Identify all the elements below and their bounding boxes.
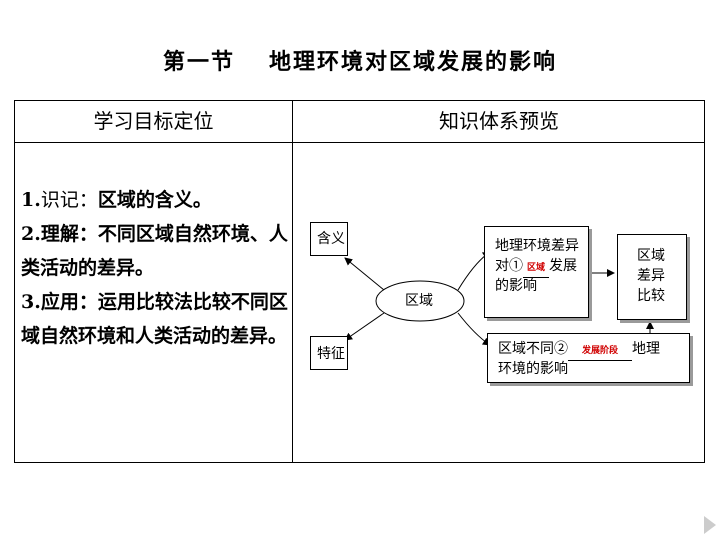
feature-box: 特征	[310, 336, 348, 370]
content-table: 学习目标定位 知识体系预览 1.识记：区域的含义。 2.理解：不同区域自然环境、…	[14, 100, 705, 463]
section-title: 地理环境对区域发展的影响	[269, 49, 558, 75]
page-title: 第一节 地理环境对区域发展的影响	[0, 44, 720, 76]
compare-box: 区域 差异 比较	[617, 234, 687, 320]
header-knowledge-overview: 知识体系预览	[439, 109, 559, 133]
section-number: 第一节	[162, 49, 235, 75]
arrow-to-meaning	[344, 257, 385, 291]
goal-item-3: 3.应用：运用比较法比较不同区域自然环境和人类活动的差异。	[21, 291, 288, 347]
goal-item-2: 2.理解：不同区域自然环境、人类活动的差异。	[21, 223, 288, 279]
answer-blank-1: 区域	[523, 259, 549, 278]
region-ellipse	[375, 280, 465, 322]
header-divider	[15, 142, 704, 143]
learning-goals: 1.识记：区域的含义。 2.理解：不同区域自然环境、人类活动的差异。 3.应用：…	[21, 183, 289, 353]
column-divider	[292, 101, 293, 462]
header-learning-goals: 学习目标定位	[93, 109, 214, 133]
arrow-to-feature	[344, 312, 385, 341]
region-label: 区域	[405, 293, 433, 309]
meaning-box: 含义	[310, 222, 348, 256]
answer-blank-2: 发展阶段	[568, 342, 632, 361]
goal-item-1: 1.识记：区域的含义。	[21, 189, 212, 211]
slide-corner-icon	[704, 516, 716, 534]
